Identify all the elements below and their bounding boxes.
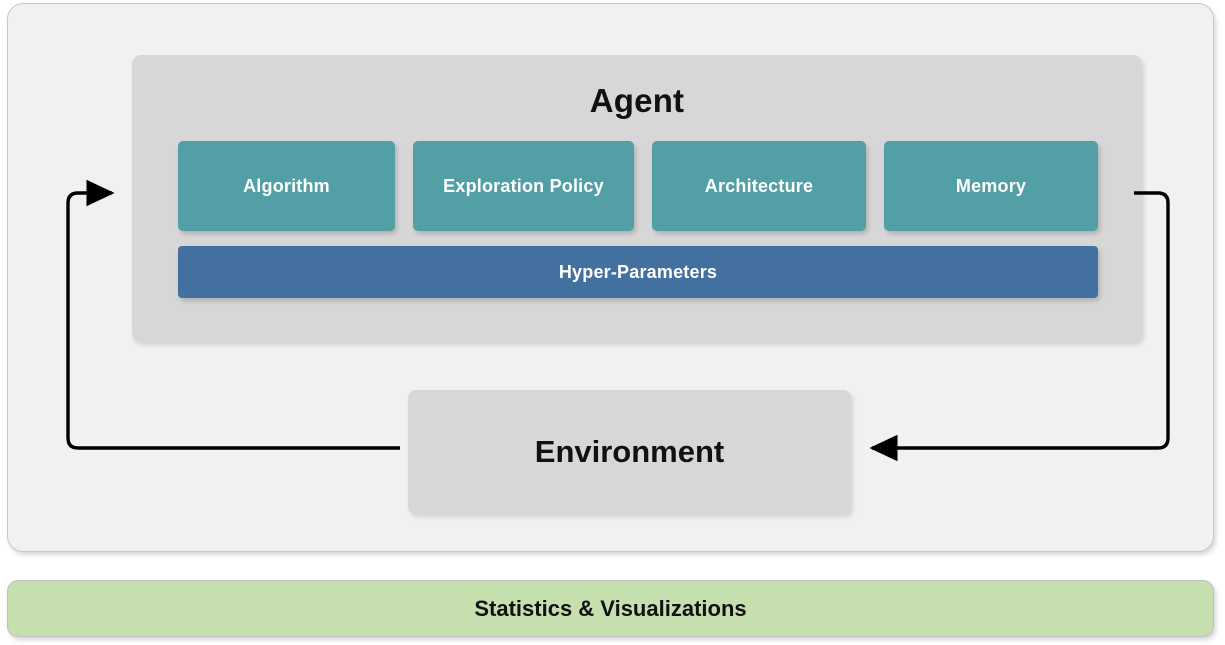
agent-container: Agent Algorithm Exploration Policy Archi… xyxy=(132,55,1142,342)
environment-box[interactable]: Environment xyxy=(408,390,851,514)
component-box-algorithm[interactable]: Algorithm xyxy=(178,141,395,231)
component-box-exploration-policy[interactable]: Exploration Policy xyxy=(413,141,634,231)
agent-components-row: Algorithm Exploration Policy Architectur… xyxy=(178,141,1099,231)
agent-title: Agent xyxy=(589,82,685,119)
statistics-visualizations-bar[interactable]: Statistics & Visualizations xyxy=(7,580,1214,637)
component-box-memory[interactable]: Memory xyxy=(884,141,1099,231)
agent-environment-panel: Agent Algorithm Exploration Policy Archi… xyxy=(7,3,1214,552)
component-box-architecture[interactable]: Architecture xyxy=(651,141,866,231)
hyper-parameters-bar[interactable]: Hyper-Parameters xyxy=(178,246,1098,298)
